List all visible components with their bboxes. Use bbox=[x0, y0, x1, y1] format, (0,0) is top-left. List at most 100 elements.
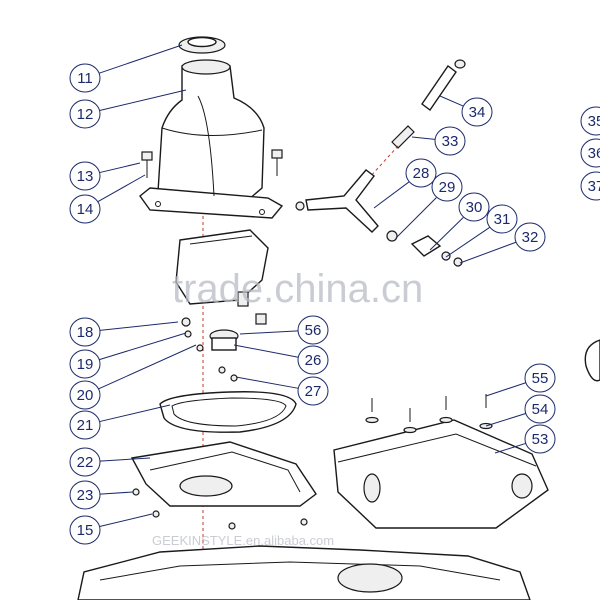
callout-leader-line bbox=[445, 227, 490, 258]
callout-leader-line bbox=[99, 332, 187, 361]
callout-number: 31 bbox=[494, 211, 511, 228]
callout-bubble bbox=[297, 376, 329, 406]
callout-bubble bbox=[434, 126, 466, 156]
callout-leader-line bbox=[99, 513, 153, 528]
callout-bubble bbox=[524, 394, 556, 424]
callout-54: 54 bbox=[485, 394, 556, 427]
part-56-26-valve bbox=[209, 329, 239, 351]
callout-bubble bbox=[69, 194, 101, 224]
part-29-32-fittings bbox=[295, 201, 463, 267]
callout-15: 15 bbox=[69, 513, 153, 545]
watermark-footer: GEEKINSTYLE.en.alibaba.com bbox=[152, 533, 334, 548]
callout-bubble bbox=[461, 97, 493, 127]
callout-number: 11 bbox=[77, 70, 93, 87]
callout-12: 12 bbox=[69, 89, 187, 129]
part-34-hose bbox=[421, 59, 466, 111]
callout-number: 15 bbox=[77, 522, 94, 539]
callout-36: 36 bbox=[580, 138, 600, 168]
callout-number: 34 bbox=[469, 104, 486, 121]
callout-bubble bbox=[580, 171, 600, 201]
part-28-y-pipe bbox=[305, 169, 379, 233]
callout-number: 22 bbox=[77, 454, 94, 471]
callout-number: 33 bbox=[442, 133, 459, 150]
callout-number: 23 bbox=[77, 487, 94, 504]
callout-13: 13 bbox=[69, 161, 141, 191]
callout-number: 28 bbox=[413, 165, 430, 182]
callout-number: 53 bbox=[532, 431, 549, 448]
callout-leader-line bbox=[99, 404, 171, 423]
callout-number: 20 bbox=[77, 387, 94, 404]
callout-leader-line bbox=[395, 197, 437, 239]
callout-number: 13 bbox=[77, 168, 94, 185]
part-11-seal-ring bbox=[178, 36, 226, 54]
callout-number: 21 bbox=[77, 417, 94, 434]
callout-bubble bbox=[69, 349, 101, 379]
callout-leader-line bbox=[99, 162, 141, 174]
callout-bubble bbox=[524, 363, 556, 393]
callout-leader-line bbox=[373, 181, 410, 209]
callout-leader-line bbox=[99, 321, 179, 331]
callout-leader-line bbox=[239, 330, 299, 335]
callout-22: 22 bbox=[69, 447, 151, 477]
callout-leader-line bbox=[485, 413, 526, 427]
part-13-14-screws bbox=[141, 149, 283, 178]
part-21-gasket bbox=[159, 391, 297, 433]
callout-number: 30 bbox=[466, 199, 483, 216]
callout-bubble bbox=[69, 99, 101, 129]
callout-leader-line bbox=[97, 174, 146, 203]
callout-leader-line bbox=[411, 136, 436, 140]
callout-leader-line bbox=[98, 344, 197, 390]
callout-number: 26 bbox=[305, 352, 322, 369]
callout-leader-line bbox=[485, 382, 526, 397]
callout-30: 30 bbox=[429, 192, 490, 251]
callout-31: 31 bbox=[445, 204, 518, 258]
part-12-housing-cover bbox=[139, 59, 284, 219]
callout-20: 20 bbox=[69, 344, 197, 410]
callout-number: 19 bbox=[77, 356, 94, 373]
callout-number: 35 bbox=[588, 113, 600, 130]
callout-number: 12 bbox=[77, 106, 94, 123]
callout-23: 23 bbox=[69, 480, 134, 510]
callout-55: 55 bbox=[485, 363, 556, 397]
callout-18: 18 bbox=[69, 317, 179, 347]
callout-number: 29 bbox=[439, 179, 456, 196]
callout-leader-line bbox=[439, 95, 464, 107]
part-22-base-pan bbox=[130, 441, 317, 530]
callout-53: 53 bbox=[494, 424, 556, 454]
callout-bubble bbox=[297, 315, 329, 345]
callout-37: 37 bbox=[580, 171, 600, 201]
part-18-20-small-parts bbox=[181, 317, 238, 382]
callout-number: 14 bbox=[77, 201, 94, 218]
callout-number: 55 bbox=[532, 370, 549, 387]
callout-number: 18 bbox=[77, 324, 94, 341]
callout-bubble bbox=[69, 447, 101, 477]
callout-bubble bbox=[458, 192, 490, 222]
callout-34: 34 bbox=[439, 95, 493, 127]
callout-bubble bbox=[69, 161, 101, 191]
part-33-connector bbox=[359, 125, 415, 189]
callout-11: 11 bbox=[69, 44, 183, 93]
callout-14: 14 bbox=[69, 174, 146, 224]
callout-number: 37 bbox=[588, 178, 600, 195]
callout-bubble bbox=[524, 424, 556, 454]
callout-bubble bbox=[580, 138, 600, 168]
callout-leader-line bbox=[99, 491, 134, 495]
callout-33: 33 bbox=[411, 126, 466, 156]
callout-bubble bbox=[580, 106, 600, 136]
callout-bubble bbox=[69, 515, 101, 545]
bottom-housing bbox=[77, 545, 531, 600]
callout-number: 54 bbox=[532, 401, 549, 418]
callout-bubble bbox=[431, 172, 463, 202]
callout-27: 27 bbox=[235, 376, 329, 406]
callout-bubble bbox=[69, 380, 101, 410]
callout-32: 32 bbox=[459, 222, 546, 264]
callout-leader-line bbox=[459, 241, 517, 264]
callout-bubble bbox=[69, 317, 101, 347]
callout-bubble bbox=[69, 63, 101, 93]
callout-number: 56 bbox=[305, 322, 322, 339]
callout-leader-line bbox=[233, 344, 299, 358]
callout-leader-line bbox=[99, 44, 183, 74]
callout-bubble bbox=[405, 158, 437, 188]
